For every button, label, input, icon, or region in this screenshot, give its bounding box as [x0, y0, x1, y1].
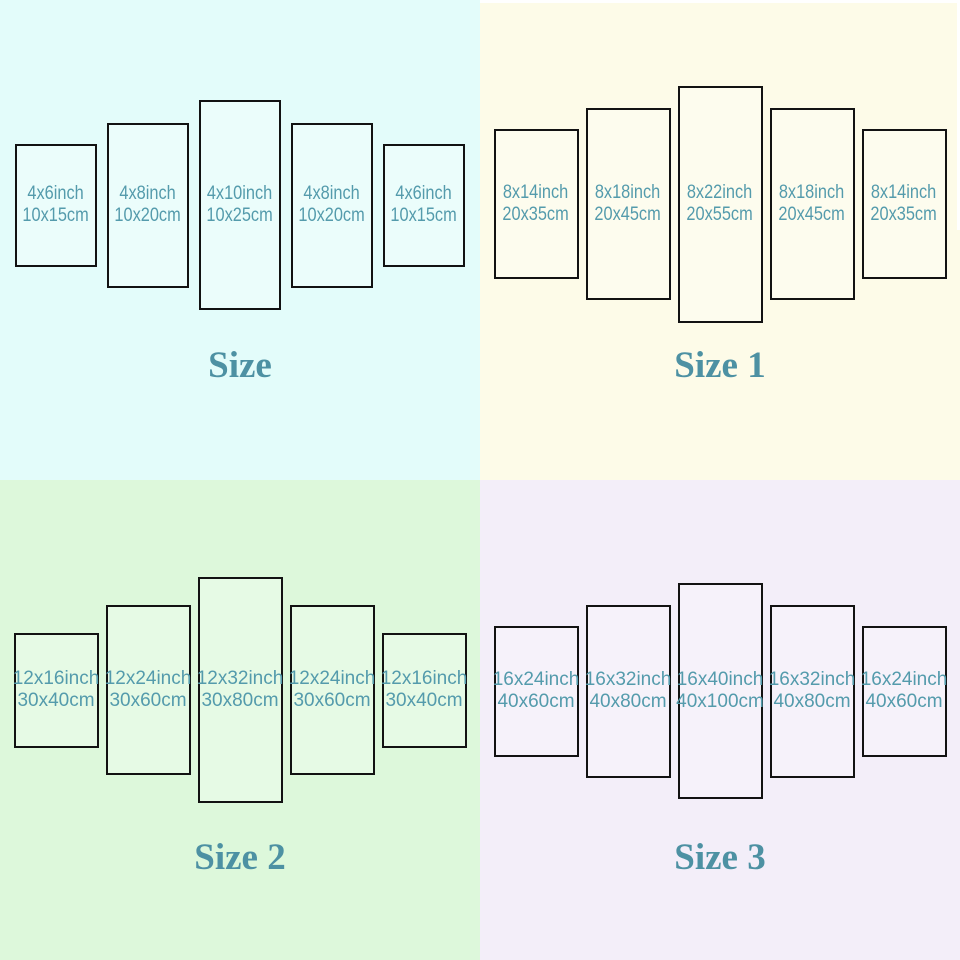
panel-size-label: 8x14inch 20x35cm: [871, 182, 937, 226]
panel-size-cm: 30x60cm: [293, 690, 371, 711]
quadrant-title: Size 2: [194, 837, 286, 878]
quadrant-title: Size 3: [674, 837, 766, 878]
panel-size-cm: 30x60cm: [109, 690, 187, 711]
canvas-panel: 4x8inch 10x20cm: [107, 122, 189, 288]
canvas-panel: 4x8inch 10x20cm: [291, 122, 373, 288]
panel-size-inch: 12x24inch: [104, 668, 192, 689]
panel-size-inch: 8x18inch: [779, 182, 845, 203]
panel-size-inch: 4x8inch: [303, 183, 361, 204]
panel-size-inch: 4x6inch: [27, 183, 85, 204]
panel-size-label: 16x32inch 40x80cm: [585, 669, 672, 713]
panel-size-inch: 8x22inch: [687, 182, 753, 203]
canvas-panel: 16x32inch 40x80cm: [769, 604, 856, 778]
panel-size-label: 16x24inch 40x60cm: [861, 669, 948, 713]
panel-size-inch: 8x18inch: [595, 182, 661, 203]
canvas-panel: 16x32inch 40x80cm: [585, 604, 672, 778]
panel-size-label: 4x6inch 10x15cm: [23, 183, 89, 227]
panel-size-label: 16x32inch 40x80cm: [769, 669, 856, 713]
canvas-panel: 12x16inch 30x40cm: [381, 632, 468, 748]
size-quadrant-2: 12x16inch 30x40cm 12x24inch 30x60cm 12x3…: [0, 480, 480, 960]
panel-size-label: 4x8inch 10x20cm: [115, 183, 181, 227]
panel-size-cm: 20x45cm: [778, 204, 846, 225]
panel-size-cm: 20x35cm: [502, 204, 570, 225]
panel-size-inch: 12x16inch: [380, 668, 468, 689]
canvas-panel: 8x14inch 20x35cm: [861, 129, 947, 279]
panel-size-cm: 30x40cm: [17, 690, 95, 711]
panel-size-label: 8x18inch 20x45cm: [779, 182, 845, 226]
canvas-panel: 4x6inch 10x15cm: [383, 143, 465, 267]
size-quadrant-1: 8x14inch 20x35cm 8x18inch 20x45cm 8x22in…: [480, 0, 960, 480]
panel-size-label: 4x8inch 10x20cm: [299, 183, 365, 227]
panel-size-inch: 12x16inch: [12, 668, 100, 689]
panel-size-cm: 10x25cm: [206, 205, 274, 226]
canvas-panel: 12x16inch 30x40cm: [13, 632, 100, 748]
size-quadrant-3: 16x24inch 40x60cm 16x32inch 40x80cm 16x4…: [480, 480, 960, 960]
panel-size-label: 4x6inch 10x15cm: [391, 183, 457, 227]
panel-size-label: 12x24inch 30x60cm: [289, 668, 376, 712]
panel-size-cm: 20x55cm: [686, 204, 754, 225]
panel-size-inch: 16x24inch: [860, 669, 948, 690]
panel-size-cm: 10x15cm: [22, 205, 90, 226]
panel-size-label: 16x24inch 40x60cm: [493, 669, 580, 713]
panel-size-label: 12x32inch 30x80cm: [197, 668, 284, 712]
panel-size-inch: 16x32inch: [584, 669, 672, 690]
panel-size-label: 8x18inch 20x45cm: [595, 182, 661, 226]
canvas-panel: 16x24inch 40x60cm: [493, 625, 580, 757]
panel-size-inch: 8x14inch: [871, 182, 937, 203]
panel-size-cm: 20x35cm: [870, 204, 938, 225]
panel-size-inch: 16x32inch: [768, 669, 856, 690]
size-quadrant-default: 4x6inch 10x15cm 4x8inch 10x20cm 4x10inch…: [0, 0, 480, 480]
panel-size-cm: 30x80cm: [201, 690, 279, 711]
panel-size-label: 12x24inch 30x60cm: [105, 668, 192, 712]
canvas-panel: 8x14inch 20x35cm: [493, 129, 579, 279]
panel-size-inch: 16x24inch: [492, 669, 580, 690]
canvas-panel: 12x32inch 30x80cm: [197, 577, 284, 803]
quadrant-title: Size 1: [674, 345, 766, 386]
panel-size-inch: 12x24inch: [288, 668, 376, 689]
panel-size-cm: 40x100cm: [676, 691, 764, 712]
panel-size-cm: 10x20cm: [114, 205, 182, 226]
panel-size-inch: 4x6inch: [395, 183, 453, 204]
panel-size-inch: 4x8inch: [119, 183, 177, 204]
panel-size-inch: 4x10inch: [207, 183, 273, 204]
canvas-panel: 12x24inch 30x60cm: [289, 605, 376, 775]
canvas-panel: 4x6inch 10x15cm: [15, 143, 97, 267]
panel-size-label: 12x16inch 30x40cm: [13, 668, 100, 712]
panel-size-inch: 8x14inch: [503, 182, 569, 203]
canvas-panel: 16x24inch 40x60cm: [861, 625, 948, 757]
panel-size-label: 16x40inch 40x100cm: [676, 669, 764, 713]
canvas-panel: 12x24inch 30x60cm: [105, 605, 192, 775]
panel-size-label: 4x10inch 10x25cm: [207, 183, 273, 227]
panel-size-label: 8x14inch 20x35cm: [503, 182, 569, 226]
canvas-panel: 8x18inch 20x45cm: [769, 108, 855, 300]
panel-size-cm: 10x15cm: [390, 205, 458, 226]
canvas-panel: 16x40inch 40x100cm: [676, 583, 764, 799]
canvas-panel: 8x18inch 20x45cm: [585, 108, 671, 300]
canvas-panel: 8x22inch 20x55cm: [677, 85, 763, 323]
canvas-panel: 4x10inch 10x25cm: [199, 100, 281, 310]
panel-size-cm: 40x60cm: [865, 691, 943, 712]
panel-size-cm: 40x60cm: [497, 691, 575, 712]
panel-size-cm: 40x80cm: [589, 691, 667, 712]
panel-size-inch: 12x32inch: [196, 668, 284, 689]
panel-size-cm: 10x20cm: [298, 205, 366, 226]
panel-size-label: 12x16inch 30x40cm: [381, 668, 468, 712]
panel-size-label: 8x22inch 20x55cm: [687, 182, 753, 226]
panel-size-cm: 40x80cm: [773, 691, 851, 712]
quadrant-title: Size: [208, 345, 272, 386]
panel-size-cm: 20x45cm: [594, 204, 662, 225]
panel-size-inch: 16x40inch: [676, 669, 764, 690]
panel-size-cm: 30x40cm: [385, 690, 463, 711]
